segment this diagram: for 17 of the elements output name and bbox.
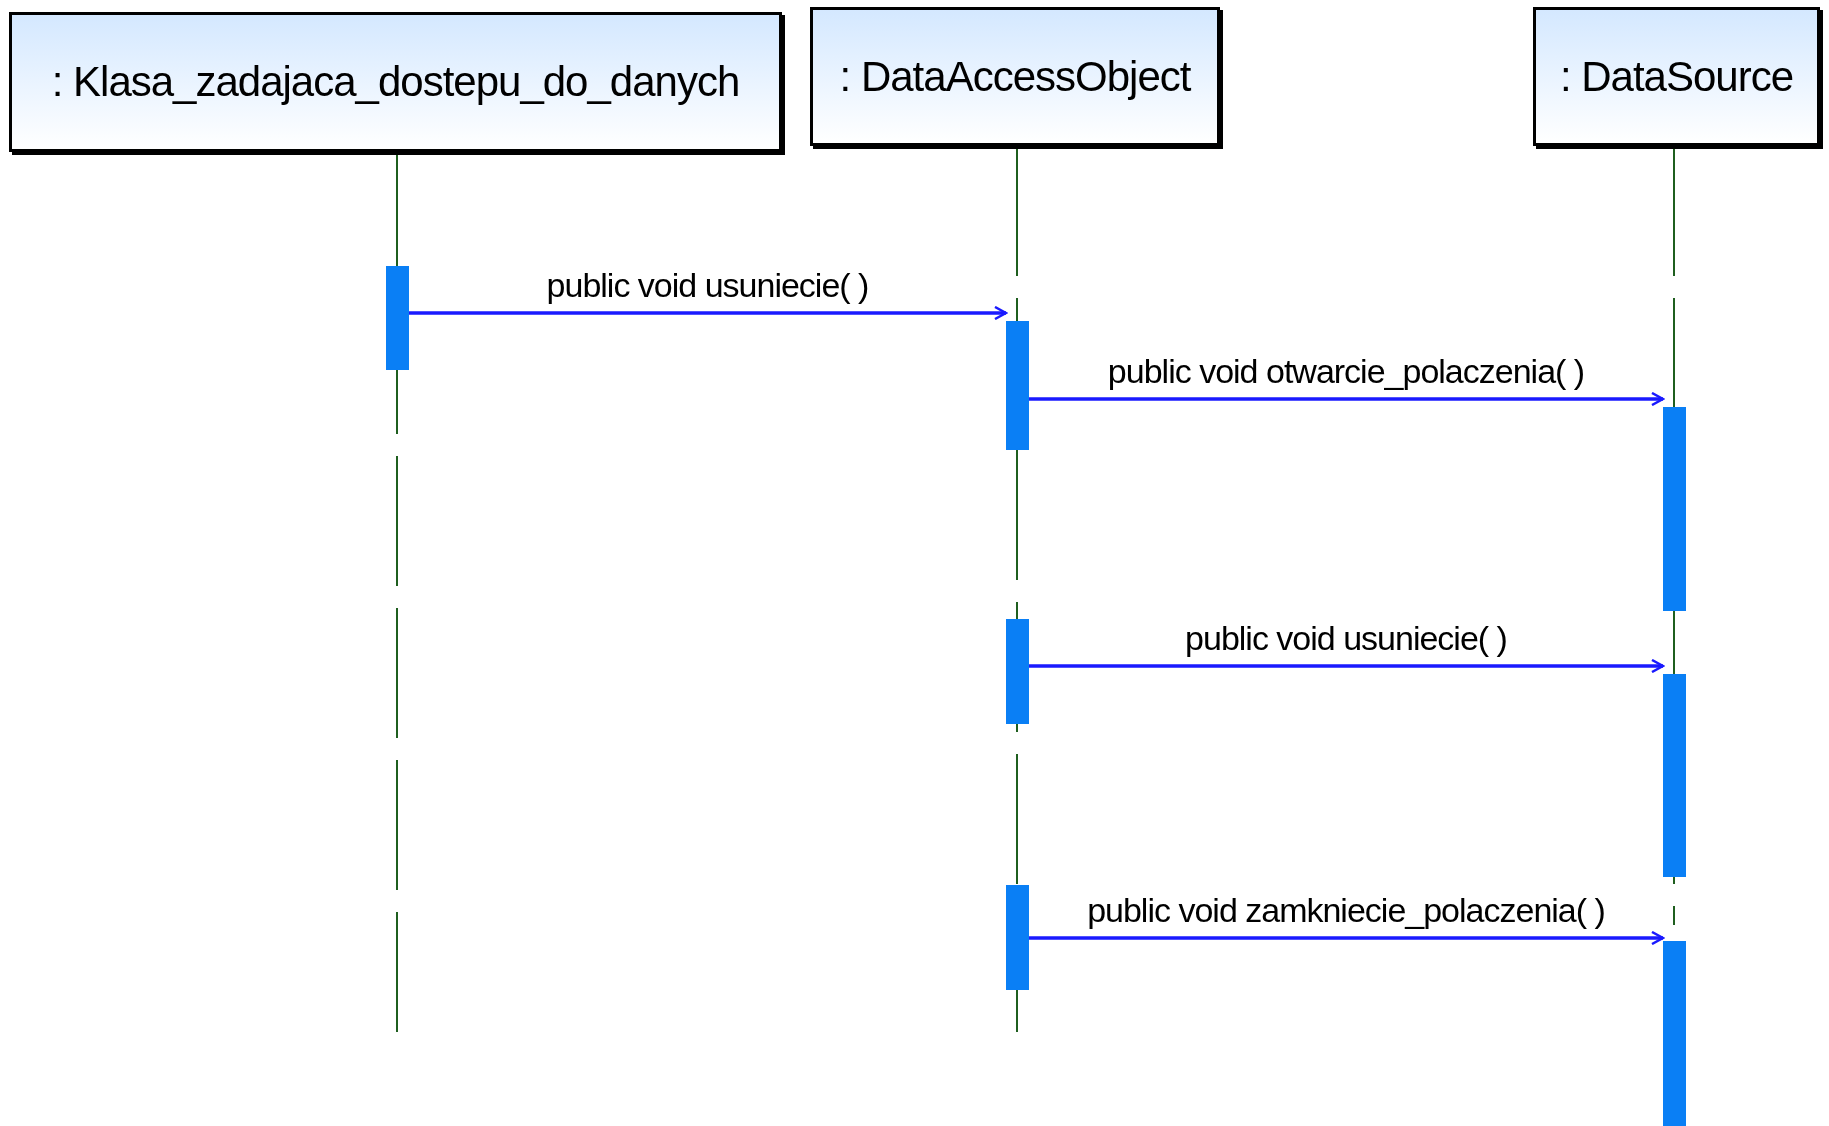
activation-bar [1006, 885, 1029, 990]
activation-bar [386, 266, 409, 370]
lifeline-header-box [1533, 7, 1820, 146]
message-arrow [1029, 930, 1665, 946]
activation-bar [1663, 407, 1686, 611]
activation-bar [1006, 321, 1029, 450]
object-name: : DataSource [1559, 52, 1794, 101]
activation-bar [1663, 941, 1686, 1126]
message-arrow [409, 305, 1008, 321]
object-name: : Klasa_zadajaca_dostepu_do_danych [51, 58, 740, 106]
object-name: : DataAccessObject [839, 52, 1191, 101]
lifeline-header-box [810, 7, 1220, 146]
message-arrow [1029, 658, 1665, 674]
message-arrow [1029, 391, 1665, 407]
activation-bar [1006, 619, 1029, 724]
activation-bar [1663, 674, 1686, 877]
lifeline-header-box [9, 12, 782, 152]
